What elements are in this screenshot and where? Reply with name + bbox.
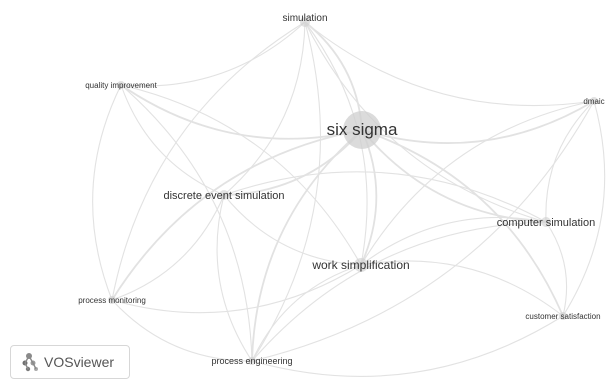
node-customer-satisfaction[interactable]: [559, 312, 567, 320]
label-simulation[interactable]: simulation: [282, 13, 327, 24]
label-quality-improvement[interactable]: quality improvement: [85, 81, 157, 90]
link-customer_satisfaction-process_engineering: [251, 315, 564, 377]
link-work_simplification-customer_satisfaction: [360, 260, 564, 317]
link-work_simplification-process_engineering: [251, 264, 362, 362]
node-computer-simulation[interactable]: [541, 217, 551, 227]
link-computer_simulation-customer_satisfaction: [545, 221, 568, 317]
link-quality_improvement-process_monitoring: [92, 84, 122, 301]
link-six_sigma-customer_satisfaction: [361, 129, 564, 317]
link-dmaic-process_engineering: [251, 100, 595, 362]
link-quality_improvement-discrete_event_simulation: [120, 84, 225, 196]
link-computer_simulation-process_engineering: [251, 221, 547, 362]
link-dmaic-work_simplification: [360, 100, 595, 266]
node-simulation[interactable]: [300, 17, 310, 27]
label-customer-satisfaction[interactable]: customer satisfaction: [525, 312, 600, 321]
label-work-simplification[interactable]: work simplification: [311, 258, 409, 272]
label-six-sigma[interactable]: six sigma: [327, 120, 398, 139]
link-dmaic-customer_satisfaction: [562, 100, 606, 317]
link-simulation-computer_simulation: [304, 21, 547, 223]
node-process-monitoring[interactable]: [108, 296, 116, 304]
link-simulation-dmaic: [304, 21, 595, 107]
node-work-simplification[interactable]: [354, 258, 368, 272]
label-process-monitoring[interactable]: process monitoring: [78, 296, 146, 305]
label-dmaic[interactable]: dmaic: [583, 97, 604, 106]
link-six_sigma-discrete_event_simulation: [223, 129, 363, 196]
link-quality_improvement-process_engineering: [120, 84, 253, 362]
link-six_sigma-quality_improvement: [120, 84, 363, 140]
node-discrete-event-simulation[interactable]: [219, 190, 229, 200]
node-six-sigma[interactable]: [343, 111, 381, 149]
link-discrete_event_simulation-computer_simulation: [223, 171, 547, 223]
link-discrete_event_simulation-process_monitoring: [111, 194, 225, 301]
vosviewer-logo-text: VOSviewer: [44, 354, 115, 370]
link-computer_simulation-work_simplification: [360, 216, 547, 266]
link-six_sigma-computer_simulation: [361, 129, 547, 223]
link-work_simplification-process_monitoring: [111, 264, 362, 314]
nodes-layer: [108, 17, 598, 365]
link-six_sigma-process_engineering: [251, 129, 363, 362]
label-discrete-event-simulation[interactable]: discrete event simulation: [163, 190, 284, 202]
node-dmaic[interactable]: [590, 97, 598, 105]
link-dmaic-computer_simulation: [545, 100, 595, 223]
labels-layer: six sigma simulation quality improvement dm…: [78, 13, 604, 366]
link-quality_improvement-work_simplification: [120, 84, 362, 266]
label-process-engineering[interactable]: process engineering: [211, 356, 292, 366]
vosviewer-logo-icon: [21, 352, 39, 372]
link-discrete_event_simulation-process_engineering: [216, 194, 253, 362]
node-process-engineering[interactable]: [248, 357, 256, 365]
vosviewer-logo-button[interactable]: VOSviewer: [10, 345, 130, 379]
link-process_monitoring-process_engineering: [111, 299, 253, 362]
link-simulation-quality_improvement: [120, 21, 306, 87]
link-simulation-process_monitoring: [111, 21, 306, 301]
link-simulation-discrete_event_simulation: [223, 21, 306, 196]
link-simulation-process_engineering: [251, 21, 321, 362]
link-discrete_event_simulation-work_simplification: [223, 194, 362, 266]
link-six_sigma-process_monitoring: [111, 129, 363, 301]
label-computer-simulation[interactable]: computer simulation: [497, 217, 595, 229]
node-quality-improvement[interactable]: [117, 81, 125, 89]
link-six_sigma-dmaic: [361, 100, 595, 144]
